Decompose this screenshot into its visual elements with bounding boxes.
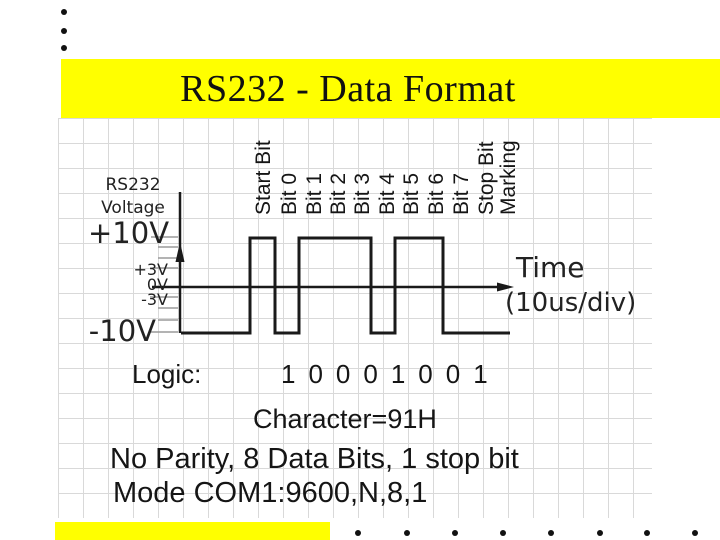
voltage-label-zero: 0V [146, 275, 168, 294]
mode-line: Mode COM1:9600,N,8,1 [113, 477, 428, 509]
footer-dot [692, 530, 698, 536]
logic-value: 10001001 [281, 359, 501, 389]
bit-label-bit1: Bit 1 [303, 172, 326, 215]
time-axis-label: Time [516, 251, 585, 284]
bit-label-bit7: Bit 7 [450, 172, 473, 215]
axis-title-voltage: Voltage [101, 198, 165, 218]
footer-dot [404, 530, 410, 536]
up-arrow-icon [175, 242, 185, 262]
logic-label: Logic: [132, 359, 202, 389]
footer-dot [548, 530, 554, 536]
footer-dot [597, 530, 603, 536]
voltage-label-plus10: +10V [88, 216, 170, 250]
voltage-label-minus3: -3V [141, 290, 168, 309]
right-arrow-icon [497, 282, 514, 292]
footer-dot [500, 530, 506, 536]
bottom-accent-bar [55, 522, 330, 540]
footer-dot [452, 530, 458, 536]
bullet-dot [61, 9, 67, 15]
bit-label-bit3: Bit 3 [351, 172, 374, 215]
character-line: Character=91H [253, 404, 437, 434]
axis-title-rs232: RS232 [105, 175, 161, 195]
time-axis-units: (10us/div) [505, 288, 637, 318]
title-bar: RS232 - Data Format [61, 59, 720, 118]
graph-paper-grid [58, 118, 652, 518]
footer-dot [355, 530, 361, 536]
page-title: RS232 - Data Format [180, 67, 516, 110]
rs232-waveform [181, 236, 510, 335]
bit-label-bit4: Bit 4 [376, 172, 399, 215]
bit-label-marking: Marking [497, 140, 520, 215]
voltage-label-plus3: +3V [133, 260, 168, 279]
bit-label-bit5: Bit 5 [400, 172, 423, 215]
bit-label-bit0: Bit 0 [278, 172, 301, 215]
bit-label-start: Start Bit [252, 140, 275, 215]
voltage-ticks [150, 236, 178, 333]
parity-line: No Parity, 8 Data Bits, 1 stop bit [110, 443, 519, 475]
bullet-dot [61, 45, 67, 51]
voltage-label-minus10: -10V [88, 314, 156, 348]
bit-label-bit6: Bit 6 [425, 172, 448, 215]
bit-label-bit2: Bit 2 [327, 172, 350, 215]
bullet-dot [61, 28, 67, 34]
footer-dot [644, 530, 650, 536]
bit-label-stop: Stop Bit [475, 141, 498, 215]
